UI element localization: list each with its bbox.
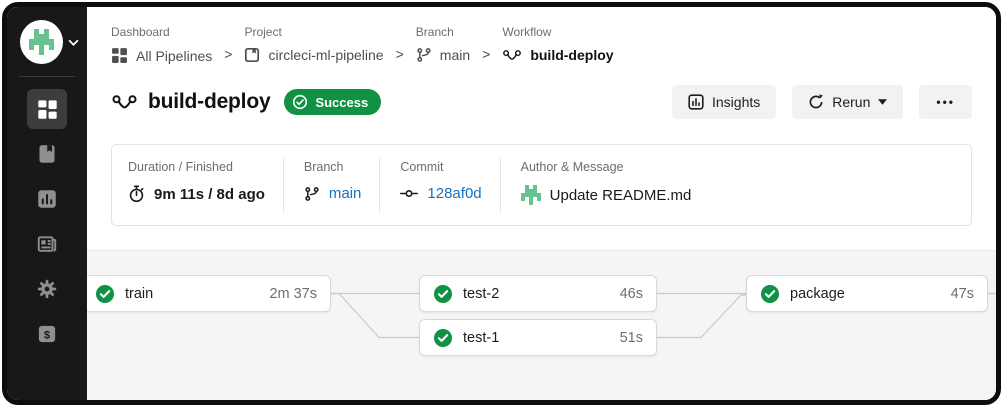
breadcrumb-workflow: Workflow build-deploy <box>502 25 613 63</box>
commit-message: Update README.md <box>549 186 692 204</box>
node-duration: 46s <box>619 285 643 302</box>
breadcrumb-separator: > <box>395 46 404 62</box>
svg-text:$: $ <box>44 330 51 342</box>
grid-icon <box>112 48 127 63</box>
ellipsis-icon: ••• <box>936 95 955 109</box>
chevron-down-icon <box>68 39 79 46</box>
node-label: test-2 <box>463 285 500 302</box>
title-row: build-deploy Success Insights <box>111 82 972 122</box>
sidebar-item-pipelines[interactable] <box>27 89 67 129</box>
summary-commit: Commit 128af0d <box>379 158 499 212</box>
node-duration: 51s <box>619 329 643 346</box>
user-menu[interactable] <box>7 7 87 74</box>
main-area: Dashboard All Pipelines > Project <box>87 7 996 400</box>
avatar-identicon <box>28 29 55 55</box>
insights-button[interactable]: Insights <box>672 85 777 119</box>
sidebar-nav: $ <box>7 87 87 354</box>
duration-value: 9m 11s / 8d ago <box>154 185 265 203</box>
rerun-button[interactable]: Rerun <box>792 85 904 119</box>
breadcrumb-current-workflow: build-deploy <box>502 47 614 63</box>
project-icon <box>39 145 55 163</box>
check-circle-icon <box>434 284 452 303</box>
breadcrumb-branch: Branch main <box>416 25 470 63</box>
node-label: train <box>125 285 154 302</box>
caret-down-icon <box>878 99 888 105</box>
node-label: package <box>790 285 845 302</box>
docs-icon <box>37 236 57 252</box>
breadcrumb-label: Dashboard <box>111 25 170 39</box>
stopwatch-icon <box>129 185 144 203</box>
branch-link[interactable]: main <box>328 185 362 202</box>
branch-icon <box>417 48 431 62</box>
avatar <box>20 20 63 64</box>
breadcrumb-dashboard: Dashboard All Pipelines <box>111 25 212 64</box>
sidebar-item-projects[interactable] <box>27 134 67 174</box>
branch-icon <box>305 186 319 201</box>
graph-connectors <box>331 292 996 339</box>
sidebar-item-plan[interactable]: $ <box>27 314 67 354</box>
summary-duration: Duration / Finished 9m 11s / 8d ago <box>112 158 283 212</box>
dollar-icon: $ <box>38 325 56 343</box>
page-title: build-deploy <box>148 90 271 113</box>
project-icon <box>245 47 260 63</box>
author-avatar <box>520 185 541 205</box>
sidebar-item-docs[interactable] <box>27 224 67 264</box>
workflow-node-test-2[interactable]: test-2 46s <box>419 275 657 312</box>
status-badge-label: Success <box>315 94 369 110</box>
sidebar: $ <box>7 7 87 400</box>
rerun-icon <box>809 94 824 109</box>
summary-label: Author & Message <box>520 160 624 174</box>
sidebar-divider <box>19 76 75 77</box>
gear-icon <box>37 279 57 299</box>
more-options-button[interactable]: ••• <box>919 85 972 119</box>
breadcrumb-link-project[interactable]: circleci-ml-pipeline <box>244 47 384 63</box>
sidebar-item-insights[interactable] <box>27 179 67 219</box>
grid-icon <box>37 99 57 119</box>
check-circle-icon <box>761 284 779 303</box>
summary-label: Branch <box>303 160 344 174</box>
check-circle-icon <box>293 94 308 110</box>
summary-author-message: Author & Message Update README.md <box>499 158 971 212</box>
insights-icon <box>38 190 56 208</box>
breadcrumb-label: Branch <box>415 25 454 39</box>
summary-label: Duration / Finished <box>128 160 233 174</box>
summary-branch: Branch main <box>282 158 380 212</box>
workflow-node-test-1[interactable]: test-1 51s <box>419 319 657 356</box>
breadcrumb-link-branch[interactable]: main <box>416 47 470 63</box>
summary-label: Commit <box>400 160 444 174</box>
check-circle-icon <box>434 328 452 347</box>
breadcrumb-project: Project circleci-ml-pipeline <box>244 25 383 63</box>
insights-button-label: Insights <box>712 94 761 110</box>
workflow-node-train[interactable]: train 2m 37s <box>87 275 331 312</box>
breadcrumb-label: Project <box>244 25 282 39</box>
sidebar-item-settings[interactable] <box>27 269 67 309</box>
insights-icon <box>688 94 704 110</box>
workflow-summary-card: Duration / Finished 9m 11s / 8d ago Bran… <box>111 144 972 226</box>
breadcrumb-label: Workflow <box>502 25 552 39</box>
status-badge: Success <box>284 89 382 115</box>
node-label: test-1 <box>463 329 500 346</box>
workflow-icon <box>503 49 522 60</box>
node-duration: 2m 37s <box>269 285 317 302</box>
workflow-node-package[interactable]: package 47s <box>746 275 988 312</box>
rerun-button-label: Rerun <box>832 94 871 110</box>
breadcrumb-separator: > <box>224 46 233 62</box>
workflow-icon <box>112 94 137 108</box>
breadcrumb-link-all-pipelines[interactable]: All Pipelines <box>111 47 212 64</box>
commit-link[interactable]: 128af0d <box>427 185 482 202</box>
workflow-graph: train 2m 37s test-2 46s test-1 51s <box>87 250 996 400</box>
breadcrumb-separator: > <box>482 46 491 62</box>
check-circle-icon <box>96 284 114 303</box>
commit-icon <box>400 189 419 198</box>
node-duration: 47s <box>950 285 974 302</box>
breadcrumb: Dashboard All Pipelines > Project <box>111 25 972 64</box>
